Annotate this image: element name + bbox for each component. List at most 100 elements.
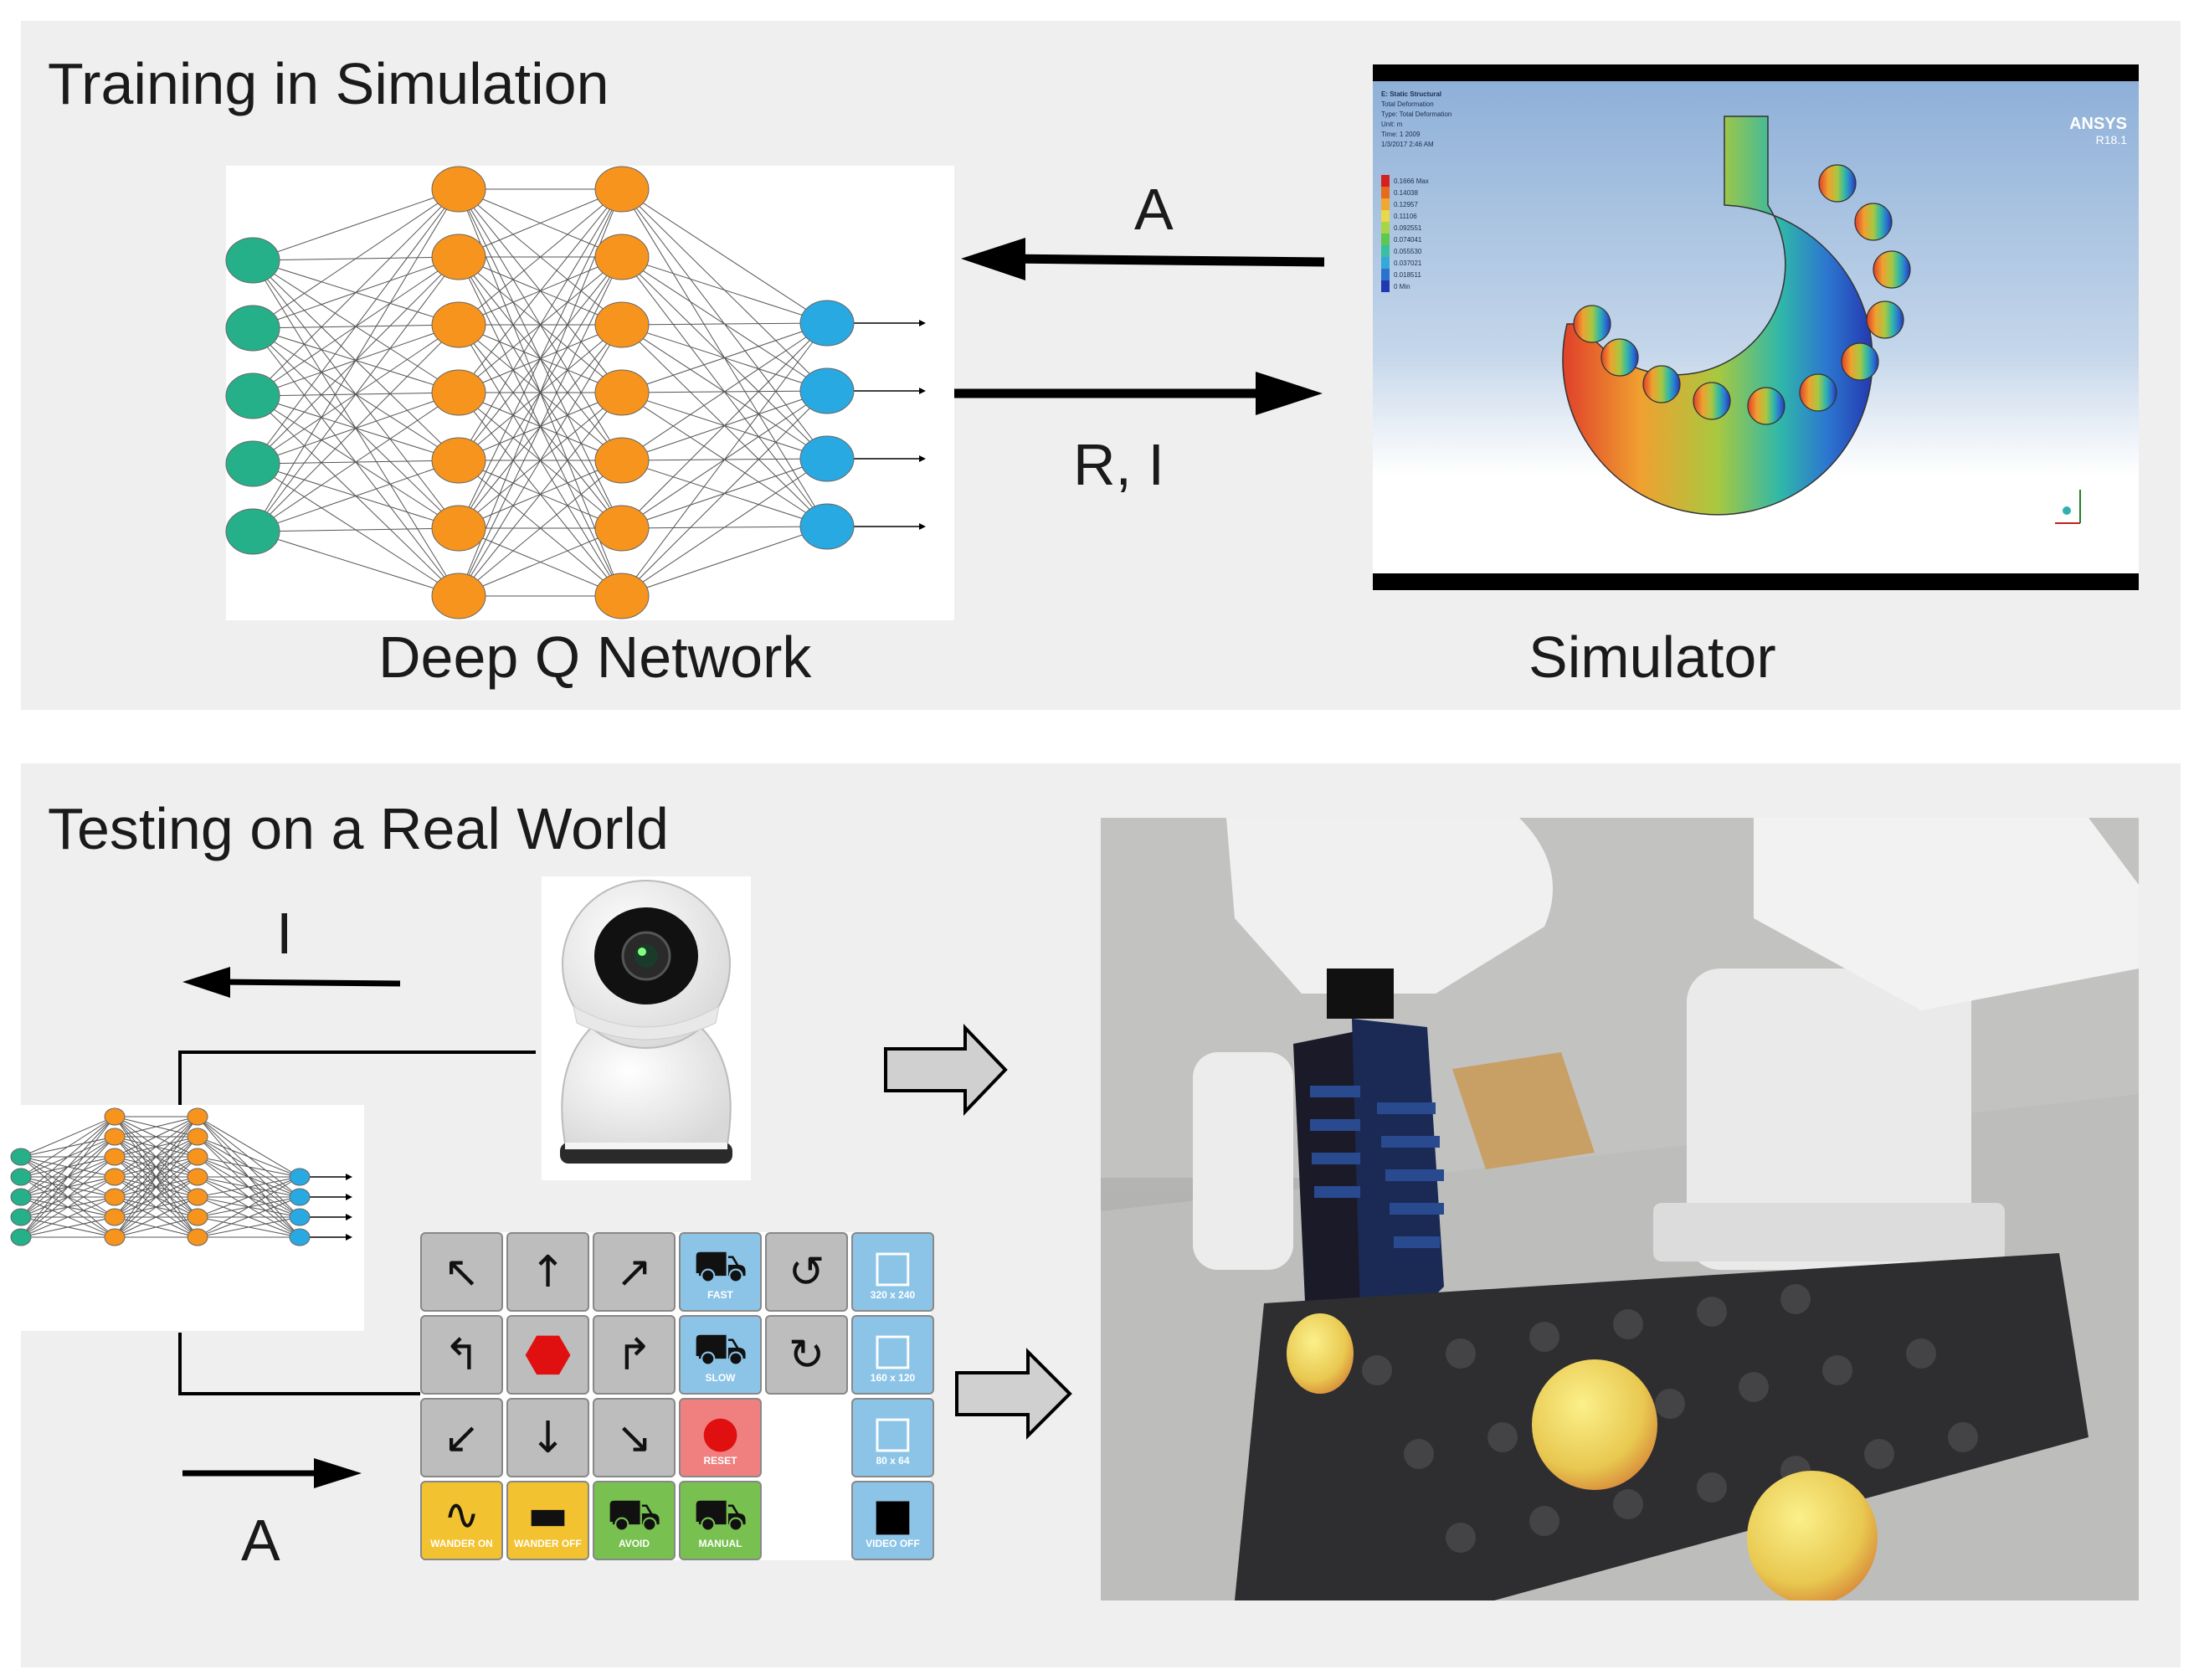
hidden-node [594, 166, 650, 213]
wander-off-icon: ▬ [527, 1489, 569, 1540]
hidden-node [104, 1168, 126, 1186]
hidden-node [594, 369, 650, 416]
video-off-button[interactable]: ■VIDEO OFF [851, 1481, 934, 1560]
rotate-right-icon: ↱ [615, 1329, 653, 1380]
rotate-left-icon: ↰ [443, 1329, 480, 1380]
input-node [225, 440, 280, 487]
rotate-cw-button[interactable]: ↻ [765, 1315, 848, 1395]
turn-left-up-button[interactable]: ↖ [420, 1232, 503, 1312]
legend-entry: 0.037021 [1381, 257, 1429, 269]
robot-manual-icon: ⛟ [692, 1489, 748, 1540]
network-edge [20, 1116, 116, 1178]
network-edge [252, 531, 460, 597]
arrow-up-button[interactable]: ↑ [506, 1232, 589, 1312]
rotate-right-button[interactable]: ↱ [593, 1315, 676, 1395]
network-edge [458, 188, 623, 461]
stop-button[interactable]: ⬣ [506, 1315, 589, 1395]
rotate-cw-icon: ↻ [788, 1329, 825, 1380]
wander-on-button[interactable]: ∿WANDER ON [420, 1481, 503, 1560]
arrow-down-button[interactable]: ↓ [506, 1398, 589, 1477]
input-node [225, 237, 280, 284]
hidden-node [594, 301, 650, 348]
simulator-info: E: Static Structural Total Deformation T… [1381, 90, 1451, 150]
robot-fast-button[interactable]: ⛟FAST [679, 1232, 762, 1312]
network-edge [458, 324, 623, 597]
turn-left-down-button[interactable]: ↙ [420, 1398, 503, 1477]
network-edge [197, 1116, 301, 1178]
network-edge [252, 188, 460, 261]
network-edge [114, 1176, 198, 1238]
legend-swatch [1381, 222, 1390, 234]
network-edge [197, 1196, 301, 1238]
simulator-info-line: Time: 1 2009 [1381, 131, 1421, 138]
legend-swatch [1381, 234, 1390, 245]
legend-swatch [1381, 269, 1390, 280]
hidden-node [187, 1228, 208, 1246]
hidden-node [594, 505, 650, 552]
network-edge [458, 460, 623, 597]
hidden-node [187, 1188, 208, 1206]
hidden-node [104, 1228, 126, 1246]
network-edge [621, 322, 828, 326]
resolution-small-button[interactable]: □80 x 64 [851, 1398, 934, 1477]
input-node [10, 1208, 32, 1226]
deep-q-network-small [10, 1105, 364, 1331]
input-node [10, 1228, 32, 1246]
control-button-label: RESET [703, 1454, 737, 1467]
robot-slow-button[interactable]: ⛟SLOW [679, 1315, 762, 1395]
robot-avoid-icon: ⛟ [606, 1489, 662, 1540]
network-edge [252, 460, 460, 532]
legend-entry: 0.092551 [1381, 222, 1429, 234]
output-node [799, 367, 855, 414]
deep-q-network-label: Deep Q Network [378, 624, 812, 690]
resolution-medium-button[interactable]: □160 x 120 [851, 1315, 934, 1395]
network-edge [621, 188, 828, 324]
input-node [10, 1168, 32, 1186]
control-button-label: WANDER OFF [514, 1537, 582, 1549]
network-edge [114, 1116, 198, 1218]
control-button-label: WANDER ON [430, 1537, 493, 1549]
network-edge [621, 458, 828, 597]
resolution-small-icon: □ [871, 1406, 914, 1457]
hidden-node [187, 1107, 208, 1126]
network-edge [114, 1216, 198, 1238]
network-edge [621, 390, 828, 597]
network-edge [20, 1116, 116, 1158]
arrow-up-icon: ↑ [529, 1246, 567, 1297]
turn-right-up-button[interactable]: ↗ [593, 1232, 676, 1312]
turn-right-down-button[interactable]: ↘ [593, 1398, 676, 1477]
hidden-node [431, 369, 486, 416]
network-edge [252, 256, 460, 532]
rotate-ccw-button[interactable]: ↺ [765, 1232, 848, 1312]
legend-swatch [1381, 187, 1390, 198]
output-arrowhead [346, 1174, 352, 1180]
control-button-label: 160 x 120 [870, 1371, 916, 1384]
action-label-top: A [1134, 177, 1174, 242]
network-edge [114, 1116, 198, 1238]
legend-swatch [1381, 257, 1390, 269]
hidden-node [594, 573, 650, 619]
hidden-node [187, 1168, 208, 1186]
reset-button[interactable]: ●RESET [679, 1398, 762, 1477]
output-node [799, 503, 855, 550]
input-node [10, 1148, 32, 1166]
testing-title: Testing on a Real World [48, 796, 669, 861]
robot-avoid-button[interactable]: ⛟AVOID [593, 1481, 676, 1560]
simulator-info-line: Unit: m [1381, 121, 1403, 128]
resolution-large-button[interactable]: □320 x 240 [851, 1232, 934, 1312]
robot-manual-button[interactable]: ⛟MANUAL [679, 1481, 762, 1560]
legend-value: 0.055530 [1394, 247, 1422, 255]
network-edge [114, 1156, 198, 1238]
turn-left-down-icon: ↙ [443, 1412, 480, 1463]
block-arrow-controls [955, 1348, 1072, 1440]
hidden-node [431, 505, 486, 552]
wander-off-button[interactable]: ▬WANDER OFF [506, 1481, 589, 1560]
deep-q-network-diagram [225, 166, 954, 620]
legend-swatch [1381, 245, 1390, 257]
output-node [289, 1188, 311, 1206]
training-title: Training in Simulation [48, 51, 609, 116]
robot-fast-icon: ⛟ [692, 1241, 748, 1292]
network-edge [621, 322, 828, 461]
network-edge [20, 1116, 116, 1238]
rotate-left-button[interactable]: ↰ [420, 1315, 503, 1395]
